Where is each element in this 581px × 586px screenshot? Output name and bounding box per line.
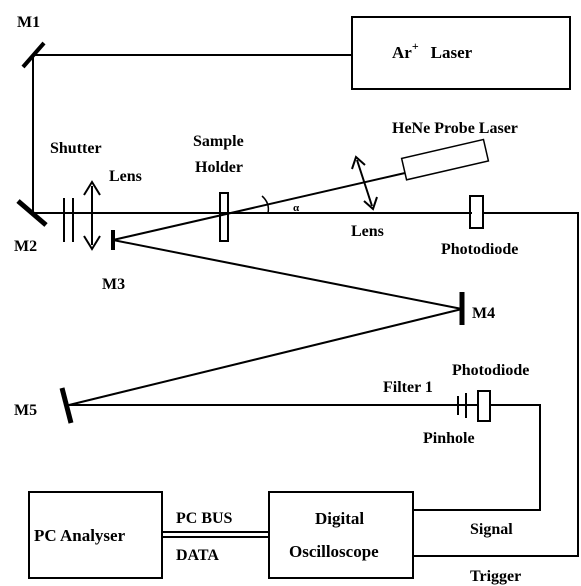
label-trigger: Trigger [470, 568, 521, 585]
mirror-m5 [59, 387, 74, 424]
label-signal: Signal [470, 521, 513, 538]
sample-holder [219, 192, 229, 242]
lens-right-arrow-top [351, 155, 366, 170]
lens-left-arrow-bottom [83, 235, 101, 251]
ar-laser-box [351, 16, 571, 90]
label-alpha: α [293, 202, 300, 214]
label-shutter: Shutter [50, 140, 102, 157]
ar-laser-label: Ar+Laser [392, 39, 473, 62]
label-m2: M2 [14, 238, 37, 255]
beam-m4-to-m5 [68, 308, 463, 406]
label-sample-holder-1: Sample [193, 133, 244, 150]
label-m5: M5 [14, 402, 37, 419]
trigger-wire [413, 212, 579, 557]
label-m4: M4 [472, 305, 495, 322]
label-photodiode-bottom: Photodiode [452, 362, 529, 379]
label-hene-probe-laser: HeNe Probe Laser [392, 120, 518, 137]
mirror-m2 [16, 199, 48, 227]
lens-right-arrow-bottom [363, 196, 378, 211]
photodiode-bottom [477, 390, 491, 422]
lens-right [356, 159, 373, 207]
label-oscilloscope-1: Digital [315, 509, 364, 528]
hene-laser-box [400, 138, 490, 181]
label-data: DATA [176, 547, 219, 564]
label-pc-analyser: PC Analyser [34, 526, 126, 545]
label-pinhole: Pinhole [423, 430, 475, 447]
signal-wire [413, 404, 541, 511]
label-m3: M3 [102, 276, 125, 293]
label-pc-bus: PC BUS [176, 510, 233, 527]
label-lens-right: Lens [351, 223, 384, 240]
label-oscilloscope-2: Oscilloscope [289, 542, 379, 561]
label-filter: Filter 1 [383, 379, 433, 396]
label-sample-holder-2: Holder [195, 159, 243, 176]
lens-left-arrow-top [83, 180, 101, 196]
probe-beam [112, 172, 406, 241]
beam-m3-to-m4 [112, 239, 463, 310]
pc-analyser-box [28, 491, 163, 579]
oscilloscope-box [268, 491, 414, 579]
label-m1: M1 [17, 14, 40, 31]
label-lens-left: Lens [109, 168, 142, 185]
label-photodiode-top: Photodiode [441, 241, 518, 258]
